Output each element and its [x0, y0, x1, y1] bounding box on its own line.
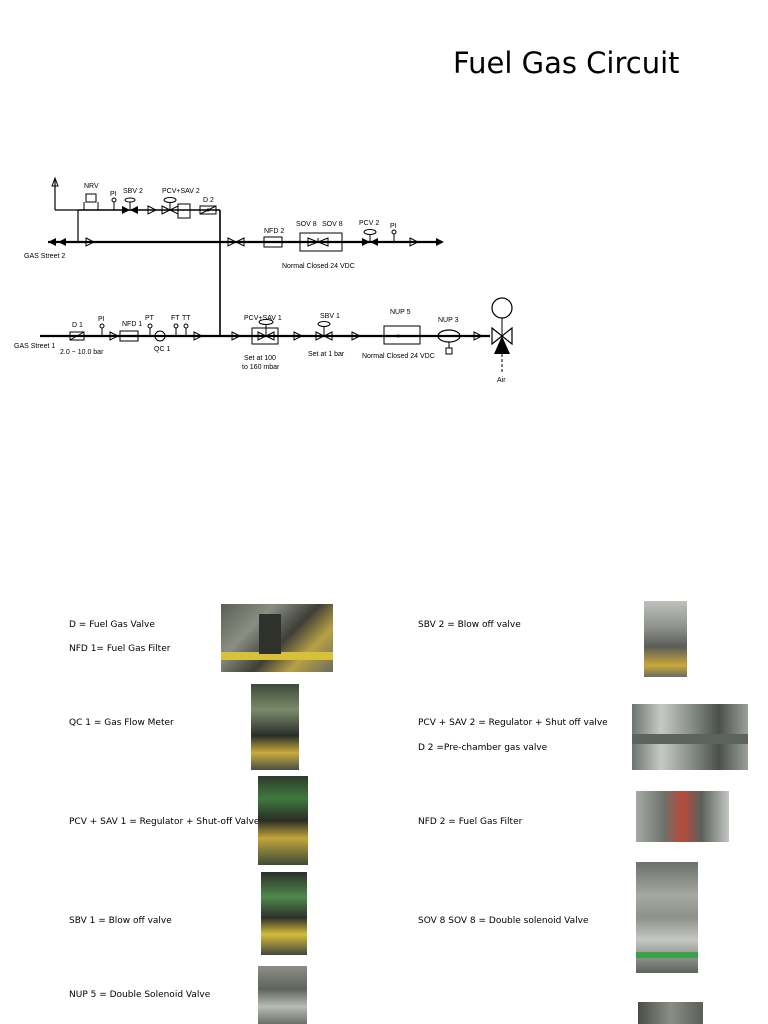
- label-normal-closed-bottom: Normal Closed 24 VDC: [362, 353, 435, 360]
- fuel-gas-circuit-diagram: NRV PI SBV 2 PCV+SAV 2 D 2 NFD 2 SOV 8 S…: [14, 176, 513, 384]
- legend-nfd1-filter: NFD 1= Fuel Gas Filter: [69, 644, 171, 654]
- label-ft: FT: [171, 315, 180, 322]
- legend-pcv-sav1: PCV + SAV 1 = Regulator + Shut-off Valve: [69, 817, 260, 827]
- label-gas-street-2: GAS Street 2: [24, 253, 65, 260]
- legend-sbv1-blow-off: SBV 1 = Blow off valve: [69, 916, 172, 926]
- label-air: Air: [497, 377, 506, 384]
- photo-fuel-gas-valve: [221, 604, 333, 672]
- label-nfd1: NFD 1: [122, 321, 142, 328]
- photo-pcv-sav1: [258, 776, 308, 865]
- label-pi-top: PI: [110, 191, 117, 198]
- label-nrv: NRV: [84, 183, 99, 190]
- label-d1: D 1: [72, 322, 83, 329]
- page-title: Fuel Gas Circuit: [453, 46, 680, 80]
- label-pcv-sav2: PCV+SAV 2: [162, 188, 200, 195]
- label-tt: TT: [182, 315, 191, 322]
- legend-sbv2-blow-off: SBV 2 = Blow off valve: [418, 620, 521, 630]
- legend-d-fuel-gas-valve: D = Fuel Gas Valve: [69, 620, 155, 630]
- legend-pcv-sav2: PCV + SAV 2 = Regulator + Shut off valve: [418, 718, 608, 728]
- label-pt: PT: [145, 315, 155, 322]
- label-pcv-sav1: PCV+SAV 1: [244, 315, 282, 322]
- label-nup5: NUP 5: [390, 309, 411, 316]
- label-pi-top-right: PI: [390, 223, 397, 230]
- label-qc1: QC 1: [154, 346, 170, 353]
- legend-d2-prechamber: D 2 =Pre-chamber gas valve: [418, 743, 548, 753]
- label-sbv2: SBV 2: [123, 188, 143, 195]
- label-d2: D 2: [203, 197, 214, 204]
- photo-nfd2: [636, 791, 729, 842]
- photo-partial-bottom-right: [638, 1002, 703, 1024]
- label-sov8-a: SOV 8: [296, 221, 317, 228]
- label-sov8-b: SOV 8: [322, 221, 343, 228]
- label-pcv2: PCV 2: [359, 220, 379, 227]
- legend-nup5: NUP 5 = Double Solenoid Valve: [69, 990, 211, 1000]
- legend-qc1-meter: QC 1 = Gas Flow Meter: [69, 718, 174, 728]
- label-pressure-range: 2.0 ~ 10.0 bar: [60, 349, 104, 356]
- photo-qc1-meter: [251, 684, 299, 770]
- label-set-100-line1: Set at 100: [244, 355, 276, 362]
- label-gas-street-1: GAS Street 1: [14, 343, 55, 350]
- label-pi-bottom: PI: [98, 316, 105, 323]
- label-set-1bar: Set at 1 bar: [308, 351, 345, 358]
- legend-nfd2-filter: NFD 2 = Fuel Gas Filter: [418, 817, 523, 827]
- label-nup3: NUP 3: [438, 317, 459, 324]
- label-sbv1: SBV 1: [320, 313, 340, 320]
- legend-sov8: SOV 8 SOV 8 = Double solenoid Valve: [418, 916, 589, 926]
- label-set-100-line2: to 160 mbar: [242, 364, 280, 371]
- label-nfd2: NFD 2: [264, 228, 284, 235]
- photo-pcv-sav2: [632, 704, 748, 770]
- photo-nup5: [258, 966, 307, 1024]
- photo-sov8: [636, 862, 698, 973]
- label-normal-closed-top: Normal Closed 24 VDC: [282, 263, 355, 270]
- photo-sbv1: [261, 872, 307, 955]
- photo-sbv2: [644, 601, 687, 677]
